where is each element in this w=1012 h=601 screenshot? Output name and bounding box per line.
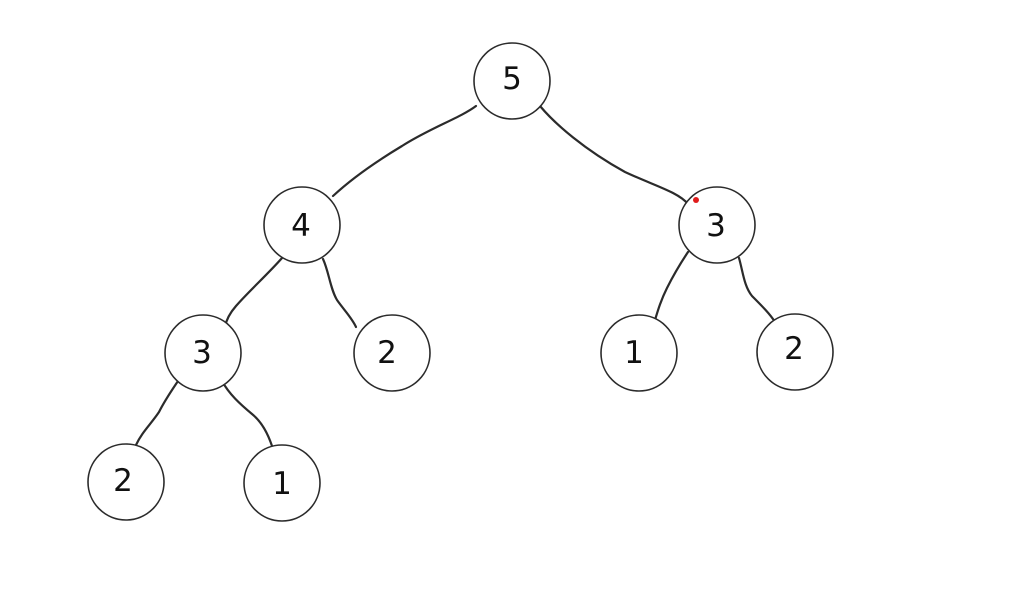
tree-node-r: 3 [678, 186, 756, 264]
node-circle [263, 186, 341, 264]
node-circle [600, 314, 678, 392]
tree-nodes: 5 4 3 3 2 1 2 2 [87, 42, 834, 522]
tree-node-lr: 2 [353, 314, 431, 392]
node-label: 2 [377, 335, 397, 371]
node-label: 4 [291, 208, 311, 244]
node-circle [87, 443, 165, 521]
edge-left-leftchild [223, 256, 284, 329]
node-circle [353, 314, 431, 392]
node-label: 2 [113, 463, 133, 499]
tree-node-l: 4 [263, 186, 341, 264]
node-label: 2 [784, 331, 804, 367]
tree-node-lll: 2 [87, 443, 165, 521]
edge-ll-leftchild [134, 379, 180, 447]
node-label: 3 [192, 335, 212, 371]
tree-edges [134, 104, 777, 448]
edge-left-rightchild [321, 257, 358, 329]
node-circle [473, 42, 551, 120]
tree-node-llr: 1 [243, 444, 321, 522]
red-marker-dot [693, 197, 699, 203]
node-label: 3 [706, 208, 726, 244]
node-circle [756, 313, 834, 391]
node-circle [243, 444, 321, 522]
tree-node-ll: 3 [164, 314, 242, 392]
tree-node-rr: 2 [756, 313, 834, 391]
node-label: 1 [272, 466, 292, 502]
edge-right-leftchild [653, 250, 690, 322]
edge-root-left [331, 104, 478, 198]
edge-ll-rightchild [220, 379, 274, 448]
tree-node-root: 5 [473, 42, 551, 120]
tree-node-rl: 1 [600, 314, 678, 392]
node-circle [164, 314, 242, 392]
node-label: 1 [624, 335, 644, 371]
edge-right-rightchild [737, 256, 777, 324]
node-label: 5 [502, 61, 522, 97]
node-circle [678, 186, 756, 264]
edge-root-right [538, 104, 690, 206]
